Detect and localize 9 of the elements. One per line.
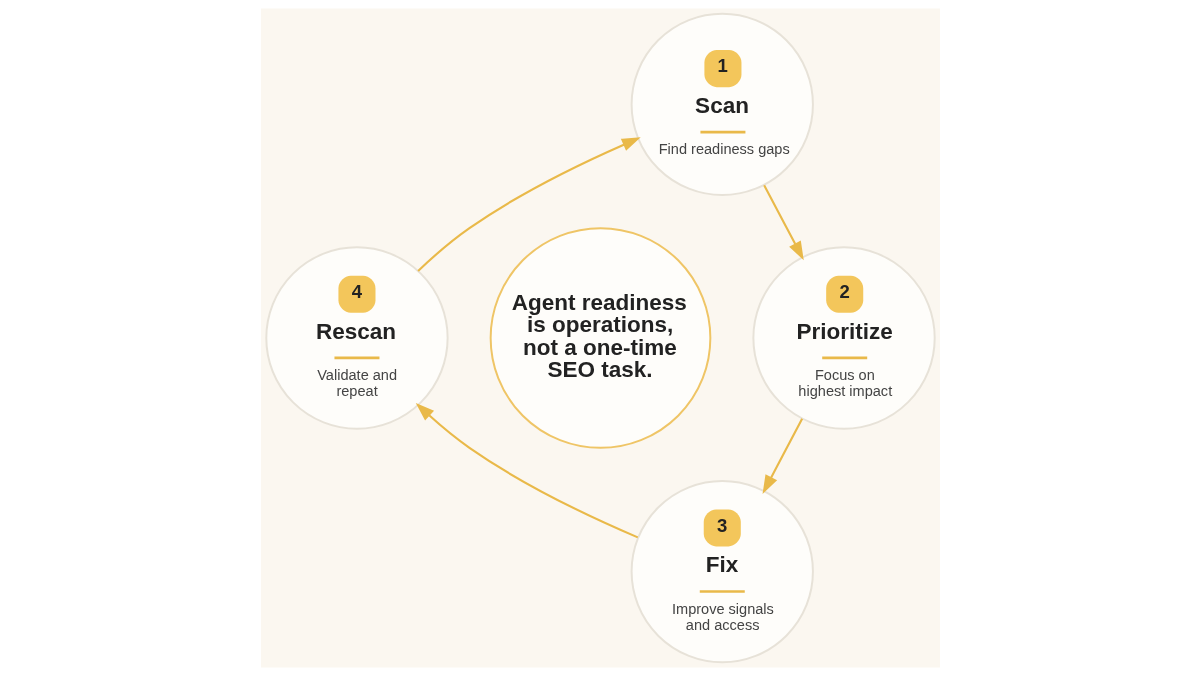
arrow (762, 418, 803, 494)
arrow (762, 184, 804, 261)
node-circle: 1 Scan Find readiness gaps (630, 12, 814, 197)
node-circle: 3 Fix Improve signals and access (630, 479, 814, 664)
node-circle: 2 Prioritize Focus on highest impact (751, 246, 936, 430)
node-circle: Agent readiness is operations, not a one-time SEO task. (489, 227, 711, 449)
arrow (415, 402, 638, 539)
arrow (416, 137, 641, 272)
node-circle: 4 Rescan Validate and repeat (264, 246, 449, 430)
